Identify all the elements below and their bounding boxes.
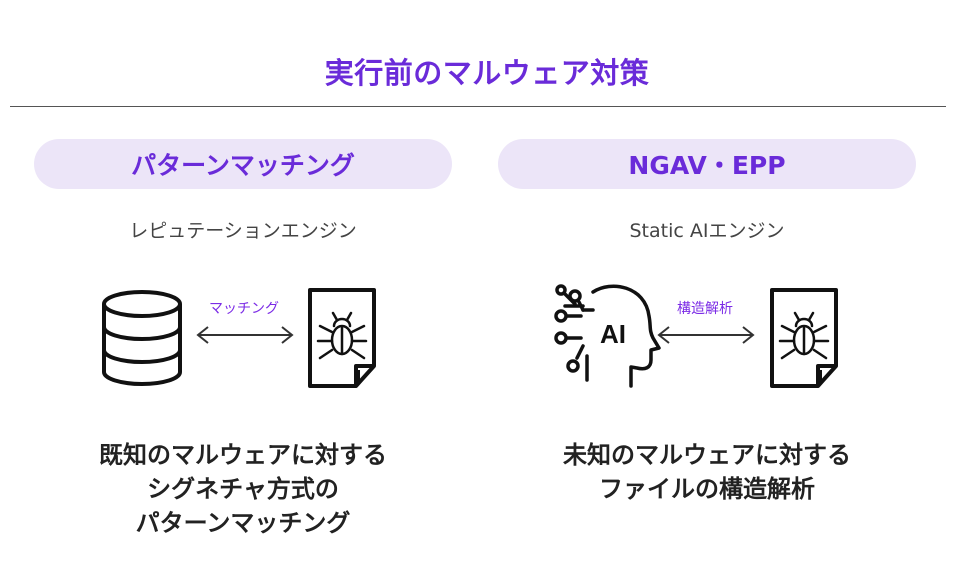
structure-analysis-arrow-label: 構造解析 xyxy=(677,301,733,317)
ai-head-icon xyxy=(554,284,661,388)
pattern-matching-pill: パターンマッチング xyxy=(34,139,452,189)
reputation-engine-label: レピュテーションエンジン xyxy=(129,220,357,242)
ngav-epp-pill: NGAV・EPP xyxy=(498,139,916,189)
ngav-epp-label: NGAV・EPP xyxy=(628,151,786,180)
right-summary-line: ファイルの構造解析 xyxy=(599,475,815,503)
right-summary-line: 未知のマルウェアに対する xyxy=(563,441,851,469)
static-ai-engine-label: Static AIエンジン xyxy=(629,220,785,242)
malware-file-icon xyxy=(770,288,838,388)
database-icon xyxy=(102,290,182,386)
title-divider xyxy=(10,106,946,107)
ai-text: AI xyxy=(600,319,626,349)
left-summary-line: パターンマッチング xyxy=(135,509,351,537)
double-arrow-icon xyxy=(657,326,755,344)
double-arrow-icon xyxy=(196,326,294,344)
matching-arrow-label: マッチング xyxy=(209,301,279,317)
malware-file-icon xyxy=(308,288,376,388)
left-summary-line: 既知のマルウェアに対する xyxy=(99,441,387,469)
left-summary: 既知のマルウェアに対する シグネチャ方式の パターンマッチング xyxy=(34,438,452,540)
pattern-matching-label: パターンマッチング xyxy=(131,151,355,180)
page-title: 実行前のマルウェア対策 xyxy=(324,56,650,90)
right-summary: 未知のマルウェアに対する ファイルの構造解析 xyxy=(498,438,916,506)
left-summary-line: シグネチャ方式の xyxy=(147,475,339,503)
